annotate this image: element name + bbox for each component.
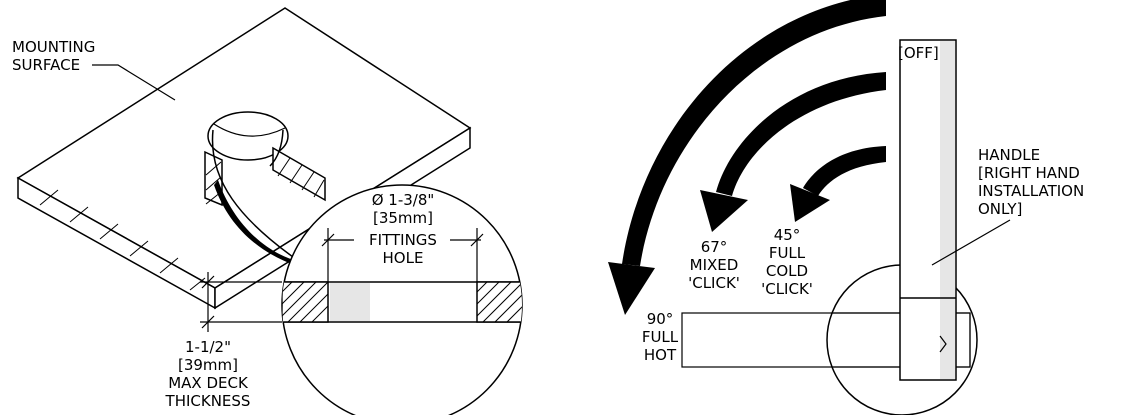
deck-thickness-line3: MAX DECK	[168, 374, 249, 392]
off-label: [OFF]	[898, 44, 939, 62]
rotation-arrow-90	[608, 0, 886, 315]
position-67-label: 67° MIXED 'CLICK'	[688, 238, 740, 292]
svg-text:67°: 67°	[701, 238, 728, 256]
handle-label: HANDLE [RIGHT HAND INSTALLATION ONLY]	[931, 146, 1084, 266]
svg-text:45°: 45°	[774, 226, 801, 244]
hole-diameter-line1: Ø 1-3/8"	[372, 191, 435, 209]
hole-dimension-label: Ø 1-3/8" [35mm] FITTINGS HOLE	[369, 191, 437, 267]
handle-line3: INSTALLATION	[978, 182, 1084, 200]
svg-text:'CLICK': 'CLICK'	[688, 274, 740, 292]
svg-text:MIXED: MIXED	[690, 256, 739, 274]
svg-text:HOT: HOT	[644, 346, 677, 364]
mounting-surface-label: MOUNTING SURFACE	[12, 38, 176, 101]
svg-text:FULL: FULL	[642, 328, 679, 346]
svg-text:FULL: FULL	[769, 244, 806, 262]
position-90-label: 90° FULL HOT	[642, 310, 679, 364]
svg-text:COLD: COLD	[766, 262, 808, 280]
svg-text:90°: 90°	[647, 310, 674, 328]
mounting-surface-line1: MOUNTING	[12, 38, 95, 56]
deck-thickness-dimension: 1-1/2" [39mm] MAX DECK THICKNESS	[165, 272, 282, 410]
hole-section-magnifier	[281, 184, 523, 415]
deck-thickness-line2: [39mm]	[178, 356, 238, 374]
svg-text:'CLICK': 'CLICK'	[761, 280, 813, 298]
fittings-hole-line1: FITTINGS	[369, 231, 437, 249]
handle-line2: [RIGHT HAND	[978, 164, 1080, 182]
deck-thickness-line4: THICKNESS	[165, 392, 251, 410]
fittings-hole-line2: HOLE	[383, 249, 424, 267]
mounting-surface-line2: SURFACE	[12, 56, 80, 74]
hole-diameter-line2: [35mm]	[373, 209, 433, 227]
rotation-arrow-67	[700, 72, 886, 232]
rotation-arrow-45	[790, 146, 886, 222]
deck-thickness-line1: 1-1/2"	[185, 338, 231, 356]
handle-line4: ONLY]	[978, 200, 1022, 218]
handle-rotation-diagram	[681, 39, 978, 415]
handle-line1: HANDLE	[978, 146, 1040, 164]
position-45-label: 45° FULL COLD 'CLICK'	[761, 226, 813, 298]
